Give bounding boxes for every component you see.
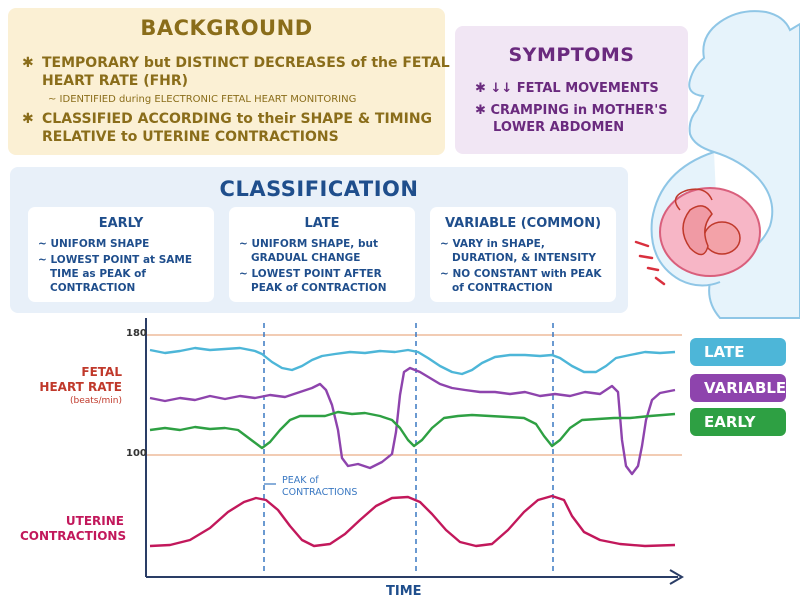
variable-curve (149, 366, 676, 476)
tick-100: 100 (126, 448, 147, 459)
symptoms-item-2: ✱ CRAMPING in MOTHER'S (475, 102, 668, 119)
background-title: BACKGROUND (140, 16, 313, 40)
background-item-1-line-2: HEART RATE (FHR) (42, 73, 189, 89)
card-early: EARLY ~ UNIFORM SHAPE ~ LOWEST POINT at … (28, 207, 214, 302)
uterine-curve (149, 494, 676, 548)
symptoms-item-2-line-2: LOWER ABDOMEN (493, 120, 625, 135)
bullet-star-icon: ✱ (22, 111, 34, 127)
card-late-line-1: ~ UNIFORM SHAPE, but (239, 238, 378, 250)
card-early-line-1: ~ UNIFORM SHAPE (38, 238, 150, 250)
bullet-star-icon: ✱ (475, 81, 486, 96)
symptoms-title: SYMPTOMS (508, 44, 635, 66)
peak-label-line-2: CONTRACTIONS (282, 487, 358, 498)
background-item-1-sub: ~ IDENTIFIED during ELECTRONIC FETAL HEA… (48, 94, 357, 105)
card-variable-line-2: DURATION, & INTENSITY (452, 252, 596, 264)
bullet-star-icon: ✱ (22, 55, 34, 71)
uterine-label-line-2: CONTRACTIONS (20, 529, 127, 543)
legend-variable: VARIABLE (690, 374, 786, 402)
background-item-2-line-2: RELATIVE to UTERINE CONTRACTIONS (42, 129, 339, 145)
card-variable: VARIABLE (COMMON) ~ VARY in SHAPE, DURAT… (430, 207, 616, 302)
y-label-line-2: HEART RATE (39, 380, 122, 394)
card-variable-line-1: ~ VARY in SHAPE, (440, 238, 545, 250)
card-early-line-4: CONTRACTION (50, 282, 136, 294)
symptoms-item-1-text: ↓↓ FETAL MOVEMENTS (490, 81, 659, 96)
card-early-line-2: ~ LOWEST POINT at SAME (38, 254, 193, 266)
legend-late: LATE (690, 338, 786, 366)
peak-label-line-1: PEAK of (282, 475, 319, 486)
card-early-title: EARLY (98, 216, 144, 231)
classification-panel: CLASSIFICATION EARLY ~ UNIFORM SHAPE ~ L… (10, 167, 628, 313)
y-label-line-1: FETAL (81, 365, 122, 379)
background-item-2: ✱ CLASSIFIED ACCORDING to their SHAPE & … (22, 110, 442, 150)
background-item-2-line-1: CLASSIFIED ACCORDING to their SHAPE & TI… (42, 111, 433, 127)
background-panel: BACKGROUND ✱ TEMPORARY but DISTINCT DECR… (8, 8, 450, 155)
card-late-line-3: ~ LOWEST POINT AFTER (239, 268, 382, 280)
card-late-line-2: GRADUAL CHANGE (251, 252, 361, 264)
x-label-time: TIME (386, 584, 422, 599)
y-unit: (beats/min) (69, 396, 122, 406)
classification-title: CLASSIFICATION (219, 177, 419, 201)
x-axis-arrow-icon (669, 569, 684, 585)
symptoms-item-2-line-1: CRAMPING in MOTHER'S (490, 103, 668, 118)
uterine-label-line-1: UTERINE (65, 514, 124, 528)
card-variable-line-4: of CONTRACTION (452, 282, 553, 294)
early-curve (149, 410, 676, 450)
tick-180: 180 (126, 328, 147, 339)
background-item-1: ✱ TEMPORARY but DISTINCT DECREASES of th… (22, 54, 450, 94)
symptoms-item-1: ✱ ↓↓ FETAL MOVEMENTS (475, 80, 659, 97)
card-variable-title: VARIABLE (COMMON) (444, 216, 602, 231)
late-curve (149, 346, 676, 376)
bullet-star-icon: ✱ (475, 103, 486, 118)
card-late-line-4: PEAK of CONTRACTION (251, 282, 387, 294)
background-item-1-line-1: TEMPORARY but DISTINCT DECREASES of the … (42, 55, 450, 71)
symptoms-panel: SYMPTOMS ✱ ↓↓ FETAL MOVEMENTS ✱ CRAMPING… (455, 26, 688, 154)
card-variable-line-3: ~ NO CONSTANT with PEAK (440, 268, 602, 280)
legend-early: EARLY (690, 408, 786, 436)
card-late-title: LATE (304, 216, 340, 231)
card-early-line-3: TIME as PEAK of (50, 268, 146, 280)
card-late: LATE ~ UNIFORM SHAPE, but GRADUAL CHANGE… (229, 207, 415, 302)
